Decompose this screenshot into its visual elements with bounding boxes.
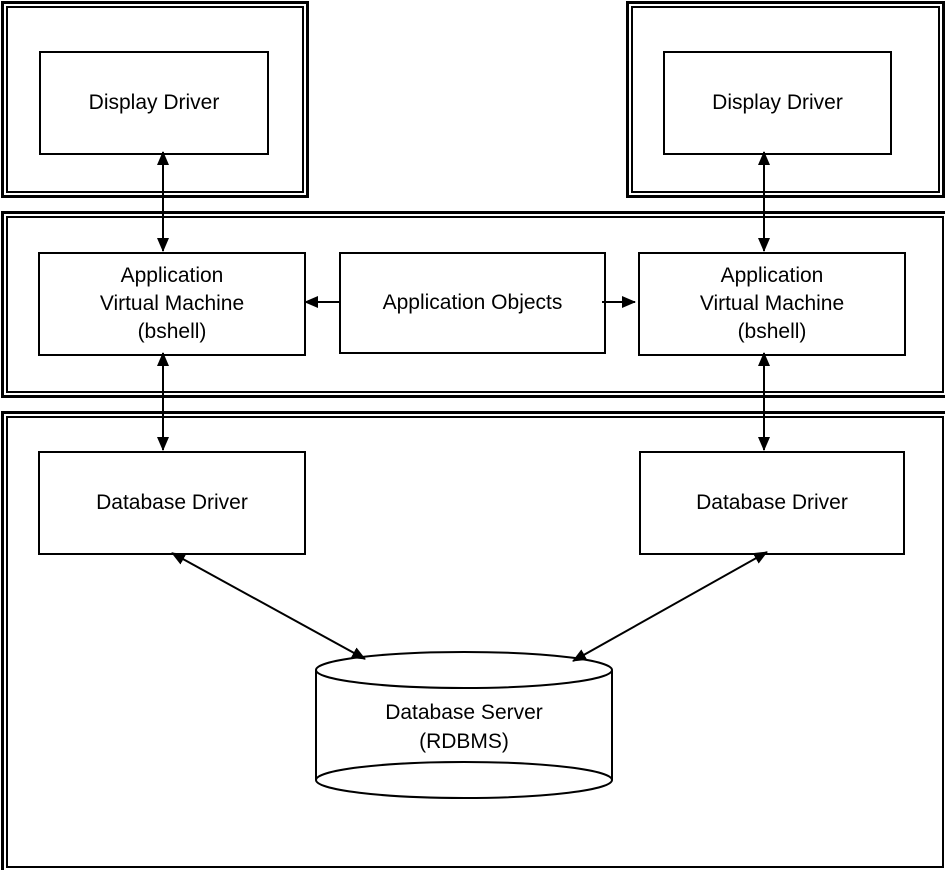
application-objects-box: Application Objects [339, 252, 606, 354]
database-driver-box-right: Database Driver [639, 451, 905, 555]
application-virtual-machine-box-left: Application Virtual Machine (bshell) [38, 252, 306, 356]
display-driver-box-left: Display Driver [39, 51, 269, 155]
database-tier-container [1, 411, 945, 870]
application-virtual-machine-box-right: Application Virtual Machine (bshell) [638, 252, 906, 356]
database-driver-box-left: Database Driver [38, 451, 306, 555]
application-tier-container [1, 211, 945, 398]
client-workstation-container-right [626, 1, 945, 198]
display-driver-box-right: Display Driver [663, 51, 892, 155]
database-server-label: Database Server (RDBMS) [385, 701, 543, 753]
client-workstation-container-left [1, 1, 309, 198]
